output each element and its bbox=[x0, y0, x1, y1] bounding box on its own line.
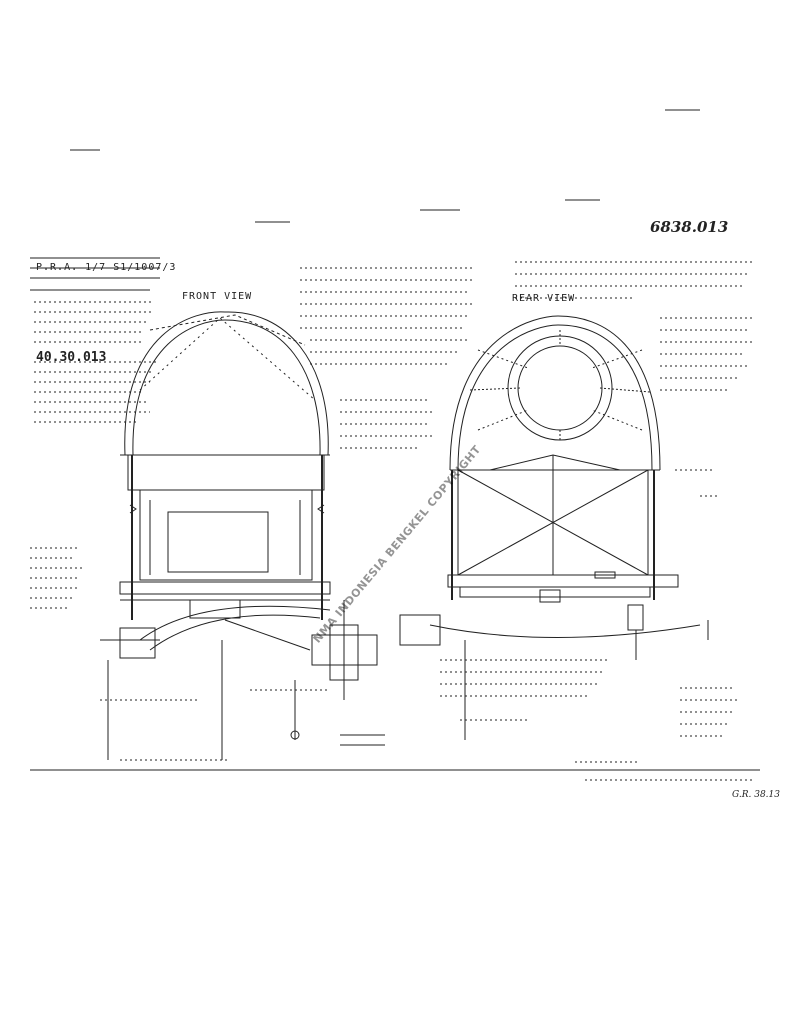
left-notes-block bbox=[30, 257, 160, 423]
center-notes bbox=[300, 267, 475, 449]
front-body bbox=[119, 454, 331, 620]
top-registration-marks bbox=[70, 109, 700, 223]
drawing-number: 6838.013 bbox=[650, 218, 729, 236]
rear-canopy bbox=[449, 315, 661, 471]
rear-axle bbox=[399, 604, 709, 740]
right-notes bbox=[515, 261, 755, 737]
rear-view-title: REAR VIEW bbox=[512, 293, 576, 304]
center-notes-2 bbox=[440, 659, 610, 721]
rear-body bbox=[447, 454, 679, 603]
front-view-title: FRONT VIEW bbox=[182, 291, 253, 302]
bottom-title-block bbox=[30, 689, 760, 781]
signature: G.R. 38.13 bbox=[732, 790, 780, 800]
front-hub-section bbox=[290, 600, 385, 746]
front-axle bbox=[100, 599, 331, 760]
left-margin-notes bbox=[30, 547, 82, 609]
item-number: 40.30.013 bbox=[36, 350, 107, 365]
front-canopy bbox=[120, 311, 330, 456]
sheet-code: P.R.A. 1/7 S1/1007/3 bbox=[36, 262, 177, 273]
